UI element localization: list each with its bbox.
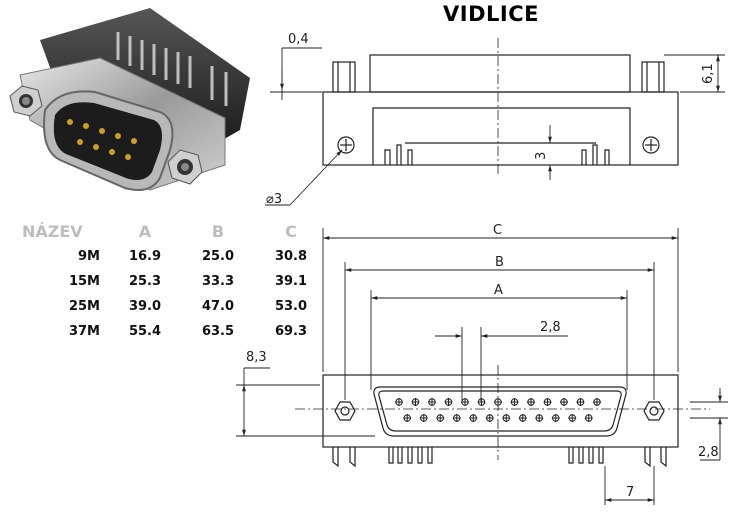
cell-b: 47.0 (201, 299, 235, 314)
cell-name: 37M (68, 324, 100, 339)
cell-c: 69.3 (274, 324, 308, 339)
dim-a-label: A (494, 283, 503, 298)
column-header-name: NÁZEV (22, 221, 83, 241)
table-row: 9M 16.9 25.0 30.8 (14, 244, 326, 269)
dimension-table: NÁZEV A B C 9M 16.9 25.0 30.8 15M 25.3 3… (14, 218, 326, 344)
column-header-c: C (285, 221, 297, 241)
table-row: 37M 55.4 63.5 69.3 (14, 319, 326, 344)
dim-c-label: C (493, 223, 502, 238)
table-header-row: NÁZEV A B C (14, 218, 326, 244)
dim-offset-label: 7 (626, 485, 634, 500)
cell-b: 63.5 (201, 324, 235, 339)
connector-photo (9, 8, 250, 191)
dim-pin-offset-label: 3 (534, 152, 549, 160)
dim-hole-label: ⌀3 (266, 192, 282, 207)
dim-b-label: B (495, 255, 504, 270)
cell-c: 30.8 (274, 249, 308, 264)
table-row: 25M 39.0 47.0 53.0 (14, 294, 326, 319)
front-view (322, 374, 679, 468)
dim-height-label: 6,1 (701, 63, 716, 84)
dim-thickness-label: 0,4 (288, 32, 309, 47)
cell-b: 25.0 (201, 249, 235, 264)
drawing-title: VIDLICE (443, 2, 539, 26)
cell-a: 25.3 (128, 274, 162, 289)
dim-row-spacing-label: 2,8 (698, 445, 719, 460)
cell-a: 16.9 (128, 249, 162, 264)
column-header-a: A (138, 221, 152, 241)
dim-pitch-label: 2,8 (540, 320, 561, 335)
dim-depth-label: 8,3 (246, 350, 267, 365)
table-row: 15M 25.3 33.3 39.1 (14, 269, 326, 294)
cell-a: 39.0 (128, 299, 162, 314)
cell-name: 15M (68, 274, 100, 289)
cell-c: 39.1 (274, 274, 308, 289)
cell-b: 33.3 (201, 274, 235, 289)
cell-c: 53.0 (274, 299, 308, 314)
cell-name: 9M (78, 249, 100, 264)
top-view (322, 54, 679, 166)
cell-name: 25M (68, 299, 100, 314)
cell-a: 55.4 (128, 324, 162, 339)
column-header-b: B (211, 221, 225, 241)
